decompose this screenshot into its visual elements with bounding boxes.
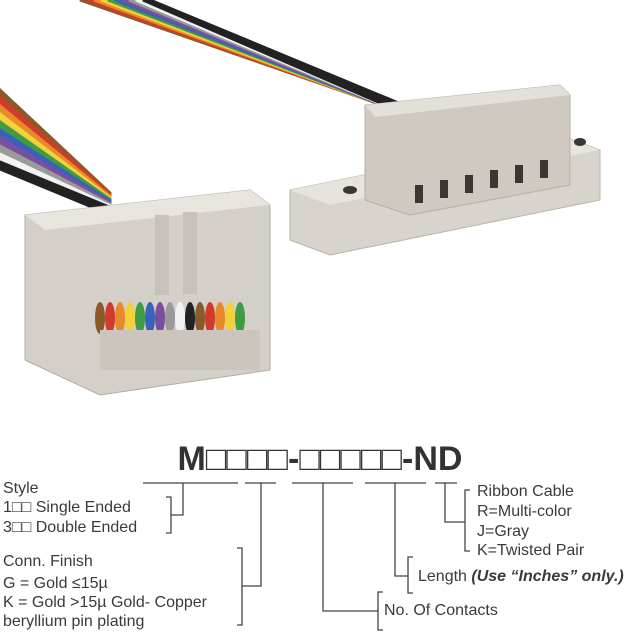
cable-option-k: K=Twisted Pair bbox=[477, 542, 585, 559]
finish-gold: G = Gold ≤15µ bbox=[3, 575, 108, 592]
wire-end bbox=[215, 302, 225, 334]
wire-end bbox=[235, 302, 245, 334]
wire-end bbox=[115, 302, 125, 334]
contacts-label: No. Of Contacts bbox=[384, 602, 498, 619]
finish-gold-high: K = Gold >15µ Gold- Copper bbox=[3, 594, 207, 611]
ribbon-cable-back bbox=[79, 0, 424, 121]
wire-end bbox=[95, 302, 105, 334]
wire bbox=[142, 0, 424, 121]
wire-end bbox=[155, 302, 165, 334]
length-label: Length (Use “Inches” only.) bbox=[418, 568, 624, 585]
style-option-double: 3□□ Double Ended bbox=[3, 519, 138, 536]
right-connector bbox=[289, 84, 601, 256]
style-title: Style bbox=[3, 480, 39, 497]
ribbon-cable-left bbox=[0, 87, 112, 217]
wire-end bbox=[105, 302, 115, 334]
wire-end bbox=[185, 302, 195, 334]
callout-lines bbox=[143, 482, 470, 631]
cable-title: Ribbon Cable bbox=[477, 483, 574, 500]
wire-end bbox=[175, 302, 185, 334]
cable-option-j: J=Gray bbox=[477, 523, 530, 540]
left-connector bbox=[24, 189, 271, 396]
finish-plating: beryllium pin plating bbox=[3, 613, 145, 630]
finish-title: Conn. Finish bbox=[3, 553, 93, 570]
part-number-template: M□□□□-□□□□□-ND bbox=[177, 440, 463, 478]
wire-end bbox=[225, 302, 235, 334]
wire-end bbox=[125, 302, 135, 334]
wire-end bbox=[165, 302, 175, 334]
cable-option-r: R=Multi-color bbox=[477, 503, 572, 520]
wire-end bbox=[135, 302, 145, 334]
style-option-single: 1□□ Single Ended bbox=[3, 499, 131, 516]
wire-end bbox=[145, 302, 155, 334]
wire-end bbox=[195, 302, 205, 334]
wire-end bbox=[205, 302, 215, 334]
